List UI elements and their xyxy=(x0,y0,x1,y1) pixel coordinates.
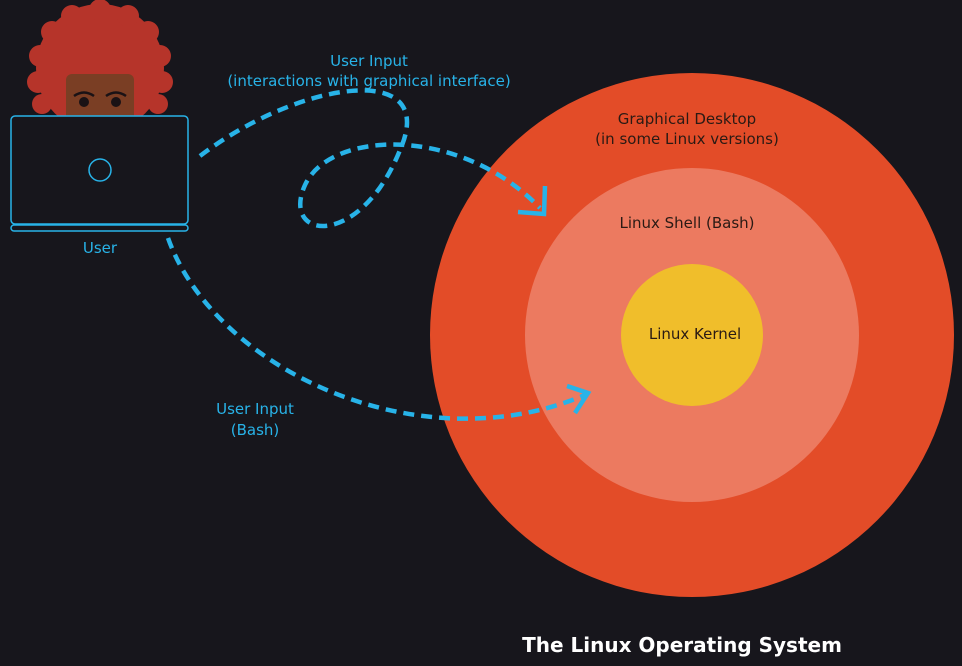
diagram-title: The Linux Operating System xyxy=(522,633,842,657)
gui-input-path xyxy=(198,88,542,229)
eyes-icon xyxy=(73,91,127,107)
bash-input-path xyxy=(165,237,586,421)
person-at-laptop-icon xyxy=(10,0,189,232)
bash-input-sublabel: (Bash) xyxy=(231,421,280,439)
linux-kernel-label: Linux Kernel xyxy=(649,325,741,343)
graphical-desktop-label: Graphical Desktop xyxy=(618,110,756,128)
graphical-desktop-sublabel: (in some Linux versions) xyxy=(595,130,779,148)
bash-arrowhead-icon xyxy=(566,383,592,415)
input-paths xyxy=(165,88,592,421)
linux-shell-label: Linux Shell (Bash) xyxy=(619,214,754,232)
face-icon xyxy=(66,74,134,122)
laptop-icon xyxy=(10,115,189,232)
gui-input-sublabel: (interactions with graphical interface) xyxy=(227,72,510,90)
user-label: User xyxy=(83,239,118,257)
laptop-logo-icon xyxy=(88,158,112,182)
gui-arrowhead-icon xyxy=(517,185,548,217)
bash-input-label: User Input xyxy=(216,400,294,418)
gui-input-label: User Input xyxy=(330,52,408,70)
os-layers xyxy=(430,73,954,597)
linux-kernel-layer xyxy=(621,264,763,406)
